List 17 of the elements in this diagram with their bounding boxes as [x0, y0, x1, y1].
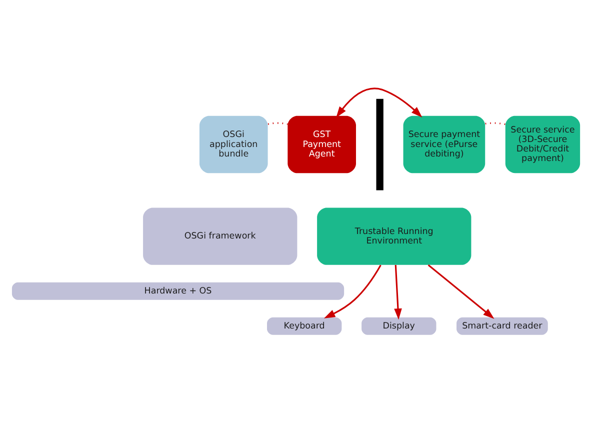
- arrow: [324, 264, 382, 318]
- node-box: Smart-card reader: [456, 317, 548, 335]
- node-box: OSGi framework: [143, 208, 298, 265]
- node-box: Secure service (3D-Secure Debit/Credit payment): [505, 116, 580, 174]
- node-box: Trustable Running Environment: [317, 208, 472, 265]
- arrow: [394, 264, 402, 320]
- node-box: GST Payment Agent: [288, 116, 356, 174]
- connector: [268, 122, 288, 125]
- node-box: Keyboard: [267, 317, 342, 335]
- node-box: OSGi application bundle: [199, 116, 268, 174]
- arrow: [336, 88, 422, 118]
- node-bar: [376, 98, 384, 190]
- node-box: Display: [362, 317, 436, 335]
- node-box: Hardware + OS: [12, 282, 344, 300]
- connector: [485, 122, 506, 126]
- node-box: Secure payment service (ePurse debiting): [403, 116, 486, 174]
- arrow: [428, 264, 494, 319]
